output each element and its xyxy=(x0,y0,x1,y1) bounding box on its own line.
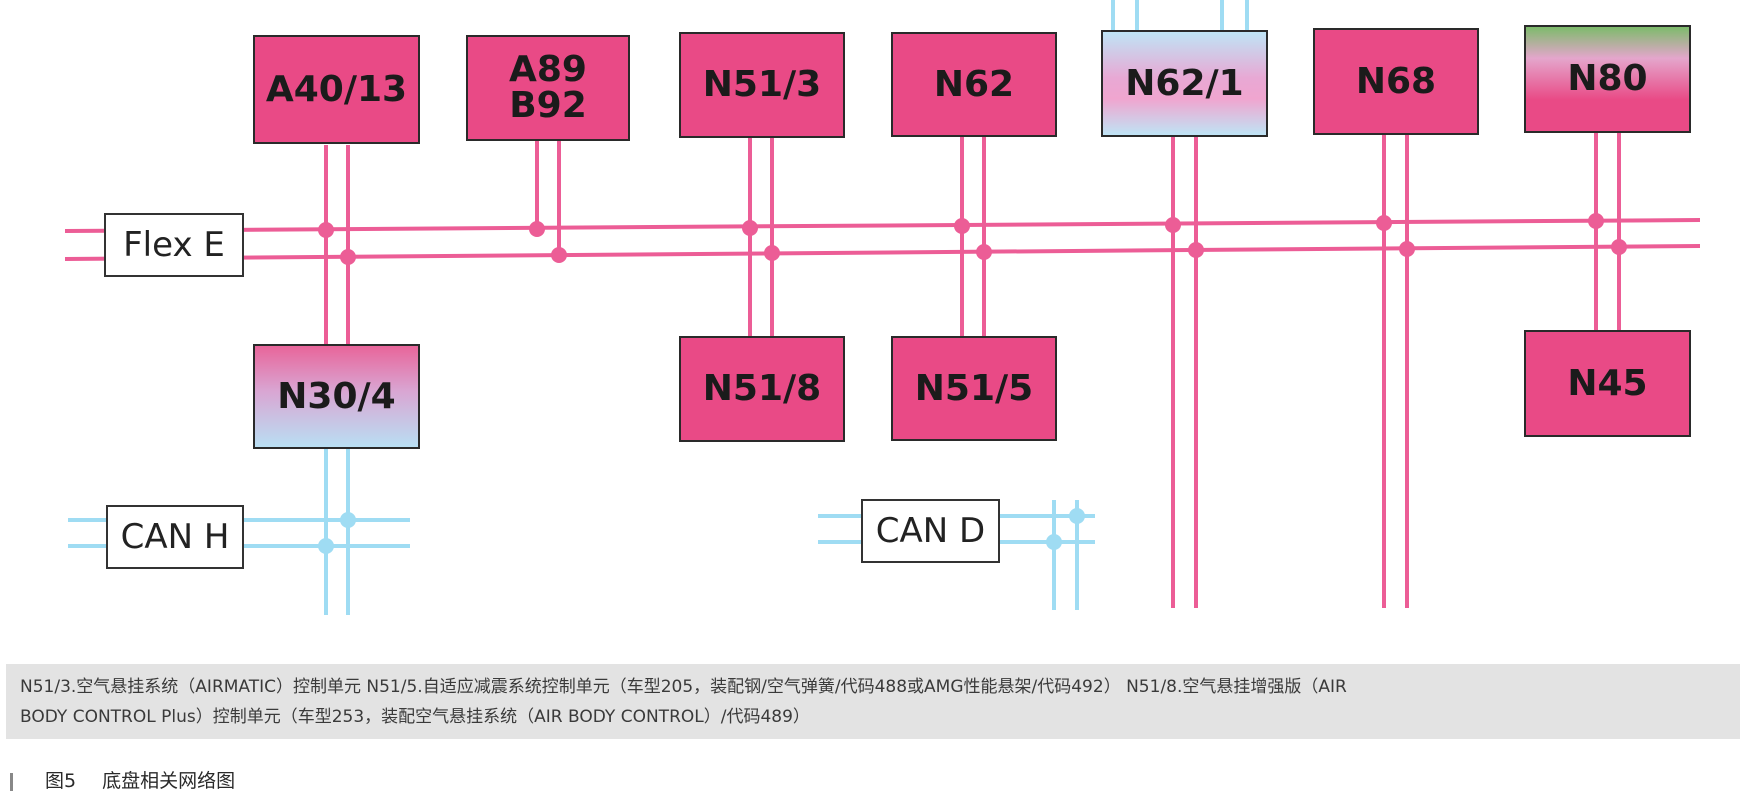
ecu-n62: N62 xyxy=(891,32,1057,137)
figure-number: 图5 xyxy=(45,770,77,792)
caption-line-2: BODY CONTROL Plus）控制单元（车型253，装配空气悬挂系统（AI… xyxy=(20,707,810,727)
junction-n62-1-lower xyxy=(1188,242,1204,258)
figure-title-line: 图5 底盘相关网络图 xyxy=(10,766,235,793)
figure-caption: N51/3.空气悬挂系统（AIRMATIC）控制单元 N51/5.自适应减震系统… xyxy=(6,664,1740,739)
junction-a40-13-lower xyxy=(340,249,356,265)
junction-can-d-upper xyxy=(1069,508,1085,524)
junction-n51-3-lower xyxy=(764,245,780,261)
junction-n62-upper xyxy=(954,218,970,234)
junction-a40-13-upper xyxy=(318,222,334,238)
junction-a89-upper xyxy=(529,221,545,237)
ecu-a89-label: A89 xyxy=(509,49,587,90)
ecu-n51-3: N51/3 xyxy=(679,32,845,138)
ecu-n62-1: N62/1 xyxy=(1101,30,1268,137)
bus-label-can-d: CAN D xyxy=(861,499,1000,563)
ecu-b92-label: B92 xyxy=(509,85,587,126)
junction-can-h-lower xyxy=(318,538,334,554)
caption-line-1: N51/3.空气悬挂系统（AIRMATIC）控制单元 N51/5.自适应减震系统… xyxy=(20,677,1347,697)
ecu-n51-8: N51/8 xyxy=(679,336,845,442)
figure-title: 底盘相关网络图 xyxy=(102,770,236,792)
can-bus-lines xyxy=(68,0,1249,615)
can-junctions xyxy=(318,508,1085,554)
ecu-n30-4: N30/4 xyxy=(253,344,420,449)
flex-e-line-lower xyxy=(64,244,1701,261)
bus-label-can-h: CAN H xyxy=(106,505,244,569)
junction-n68-upper xyxy=(1376,215,1392,231)
ecu-n68: N68 xyxy=(1313,28,1479,135)
flexray-junctions xyxy=(318,213,1627,265)
junction-n62-lower xyxy=(976,244,992,260)
junction-n68-lower xyxy=(1399,241,1415,257)
ecu-a40-13: A40/13 xyxy=(253,35,420,144)
flex-e-line-upper xyxy=(64,218,1701,233)
junction-n51-3-upper xyxy=(742,220,758,236)
junction-n80-upper xyxy=(1588,213,1604,229)
ecu-n51-5: N51/5 xyxy=(891,336,1057,441)
junction-n80-lower xyxy=(1611,239,1627,255)
junction-n62-1-upper xyxy=(1165,217,1181,233)
ecu-n80: N80 xyxy=(1524,25,1691,133)
figure-marker xyxy=(10,772,13,791)
flexray-bus-lines xyxy=(64,132,1701,608)
junction-can-d-lower xyxy=(1046,534,1062,550)
ecu-a89-b92: A89 B92 xyxy=(466,35,630,141)
bus-label-flex-e: Flex E xyxy=(104,213,244,277)
ecu-n45: N45 xyxy=(1524,330,1691,437)
junction-a89-lower xyxy=(551,247,567,263)
junction-can-h-upper xyxy=(340,512,356,528)
